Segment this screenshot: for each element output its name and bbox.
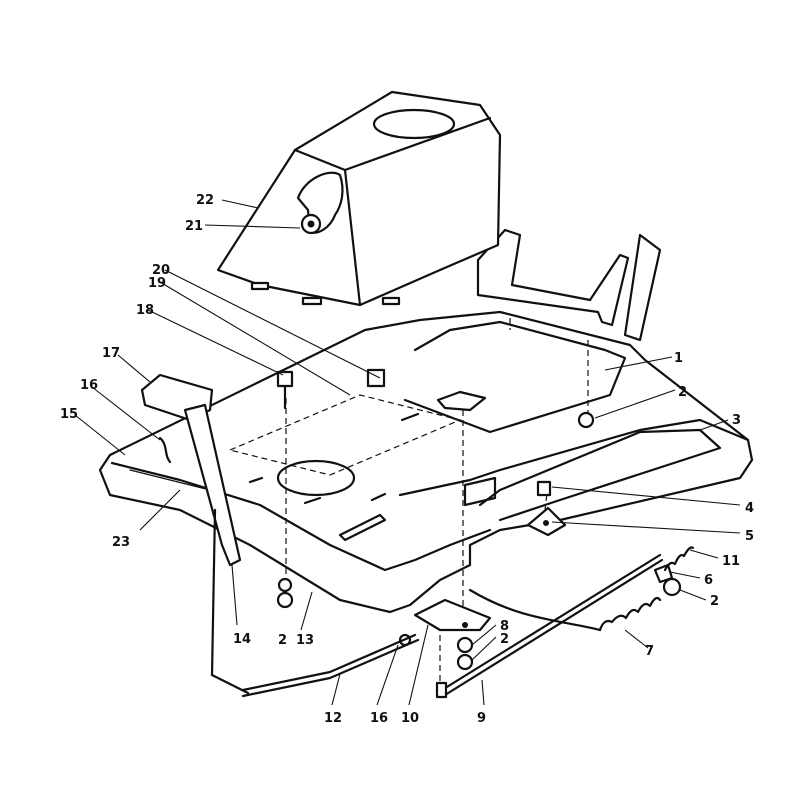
callout-1: 1	[674, 351, 683, 366]
callout-2-center: 2	[500, 632, 509, 647]
callout-labels: 22 21 20 19 18 17 16 15 23 1 2 3 4 5 11 …	[60, 193, 754, 726]
pedal-assembly	[140, 373, 250, 695]
callout-11: 11	[722, 554, 740, 569]
callout-6: 6	[704, 573, 713, 588]
callout-19: 19	[148, 276, 166, 291]
seat-console	[216, 90, 502, 307]
seat-frame	[476, 228, 662, 342]
callout-2-right: 2	[710, 594, 719, 609]
callout-18: 18	[136, 303, 154, 318]
callout-14: 14	[233, 632, 251, 647]
linkage	[241, 546, 695, 699]
callout-17: 17	[102, 346, 120, 361]
callout-22: 22	[196, 193, 214, 208]
callout-10: 10	[401, 711, 419, 726]
callout-7: 7	[645, 644, 654, 659]
callout-8: 8	[500, 619, 509, 634]
leader-lines	[74, 199, 741, 706]
callout-2-upper: 2	[678, 385, 687, 400]
callout-3: 3	[732, 413, 741, 428]
callout-2-left: 2	[278, 633, 287, 648]
hardware	[158, 370, 682, 671]
body-pan	[98, 310, 754, 614]
callout-13: 13	[296, 633, 314, 648]
callout-20: 20	[152, 263, 170, 278]
callout-16-lower: 16	[370, 711, 388, 726]
callout-16-upper: 16	[80, 378, 98, 393]
callout-5: 5	[745, 529, 754, 544]
callout-21: 21	[185, 219, 203, 234]
callout-23: 23	[112, 535, 130, 550]
callout-15: 15	[60, 407, 78, 422]
callout-4: 4	[745, 501, 754, 516]
callout-9: 9	[477, 711, 486, 726]
callout-12: 12	[324, 711, 342, 726]
